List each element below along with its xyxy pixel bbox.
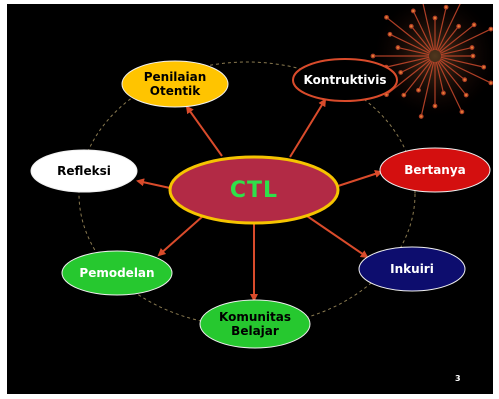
arrow-penilaian-otentik xyxy=(185,105,223,157)
center-node-shape xyxy=(168,155,340,225)
node-shape-bertanya xyxy=(379,147,491,193)
node-label-bertanya: Bertanya xyxy=(404,163,466,177)
firework-ray xyxy=(397,46,430,56)
nodes xyxy=(30,58,491,349)
arrow-inkuiri xyxy=(306,215,369,259)
firework-spark xyxy=(470,53,476,59)
node-shape-inkuiri xyxy=(358,246,466,292)
node-shape-kontruktivis xyxy=(292,58,398,102)
firework-ray xyxy=(440,28,492,54)
firework-spark xyxy=(432,15,438,21)
node-label-komunitas-belajar: Komunitas Belajar xyxy=(218,310,291,338)
firework-spark xyxy=(469,45,475,50)
firework-spark xyxy=(408,23,414,29)
firework-spark xyxy=(401,92,407,98)
firework-ray xyxy=(435,61,445,94)
center-label: CTL xyxy=(229,177,279,203)
firework-spark xyxy=(471,22,477,28)
node-shape-komunitas-belajar xyxy=(199,299,311,349)
firework-spark xyxy=(418,114,424,119)
firework-ray xyxy=(422,4,435,51)
firework-spark xyxy=(410,8,416,14)
firework-ray xyxy=(435,7,447,51)
node-label-penilaian-otentik: Penilaian Otentik xyxy=(143,70,207,98)
firework-ray xyxy=(386,16,431,53)
firework-ray xyxy=(420,61,435,117)
node-label-refleksi: Refleksi xyxy=(57,164,111,178)
arrow-pemodelan xyxy=(157,215,204,257)
firework-spark xyxy=(443,4,449,10)
firework-spark xyxy=(416,87,421,93)
firework-spark xyxy=(462,77,468,83)
firework-spark xyxy=(432,103,438,109)
diagram-canvas xyxy=(30,4,493,349)
firework-ray xyxy=(440,58,492,84)
firework-ray xyxy=(438,25,460,52)
firework-ray xyxy=(386,56,430,68)
firework-spark xyxy=(488,26,493,32)
node-label-inkuiri: Inkuiri xyxy=(390,262,434,276)
node-shape-pemodelan xyxy=(61,250,173,296)
firework-ray xyxy=(400,58,430,74)
firework-spark xyxy=(395,45,401,50)
arrows xyxy=(136,98,383,302)
node-shape-refleksi xyxy=(30,149,138,193)
firework-spark xyxy=(370,53,376,59)
firework-spark xyxy=(398,70,404,75)
node-label-kontruktivis: Kontruktivis xyxy=(303,73,387,87)
arrow-refleksi xyxy=(136,178,171,189)
firework-ray xyxy=(439,24,475,53)
page-number: 3 xyxy=(455,374,461,383)
firework-ray xyxy=(403,60,432,96)
arrow-bertanya xyxy=(337,170,383,187)
firework-spark xyxy=(456,23,462,29)
firework-ray xyxy=(438,60,467,96)
firework-spark xyxy=(488,80,493,86)
firework-ray xyxy=(437,61,463,113)
firework-spark xyxy=(387,31,393,37)
firework-spark xyxy=(459,109,465,115)
firework-ray xyxy=(412,10,433,51)
firework-ray xyxy=(417,61,433,91)
node-shape-penilaian-otentik xyxy=(121,60,229,108)
firework-ray xyxy=(389,33,430,54)
firework-spark xyxy=(463,92,469,98)
firework-decoration xyxy=(370,4,493,119)
node-label-pemodelan: Pemodelan xyxy=(79,266,155,280)
firework-spark xyxy=(481,64,487,70)
firework-ray xyxy=(440,46,473,56)
firework-ray xyxy=(410,25,432,52)
arrow-kontruktivis xyxy=(289,98,327,158)
firework-ray xyxy=(439,59,466,81)
firework-spark xyxy=(441,90,446,96)
firework-spark xyxy=(384,14,389,20)
firework-ray xyxy=(437,4,461,51)
firework-ray xyxy=(440,56,484,68)
